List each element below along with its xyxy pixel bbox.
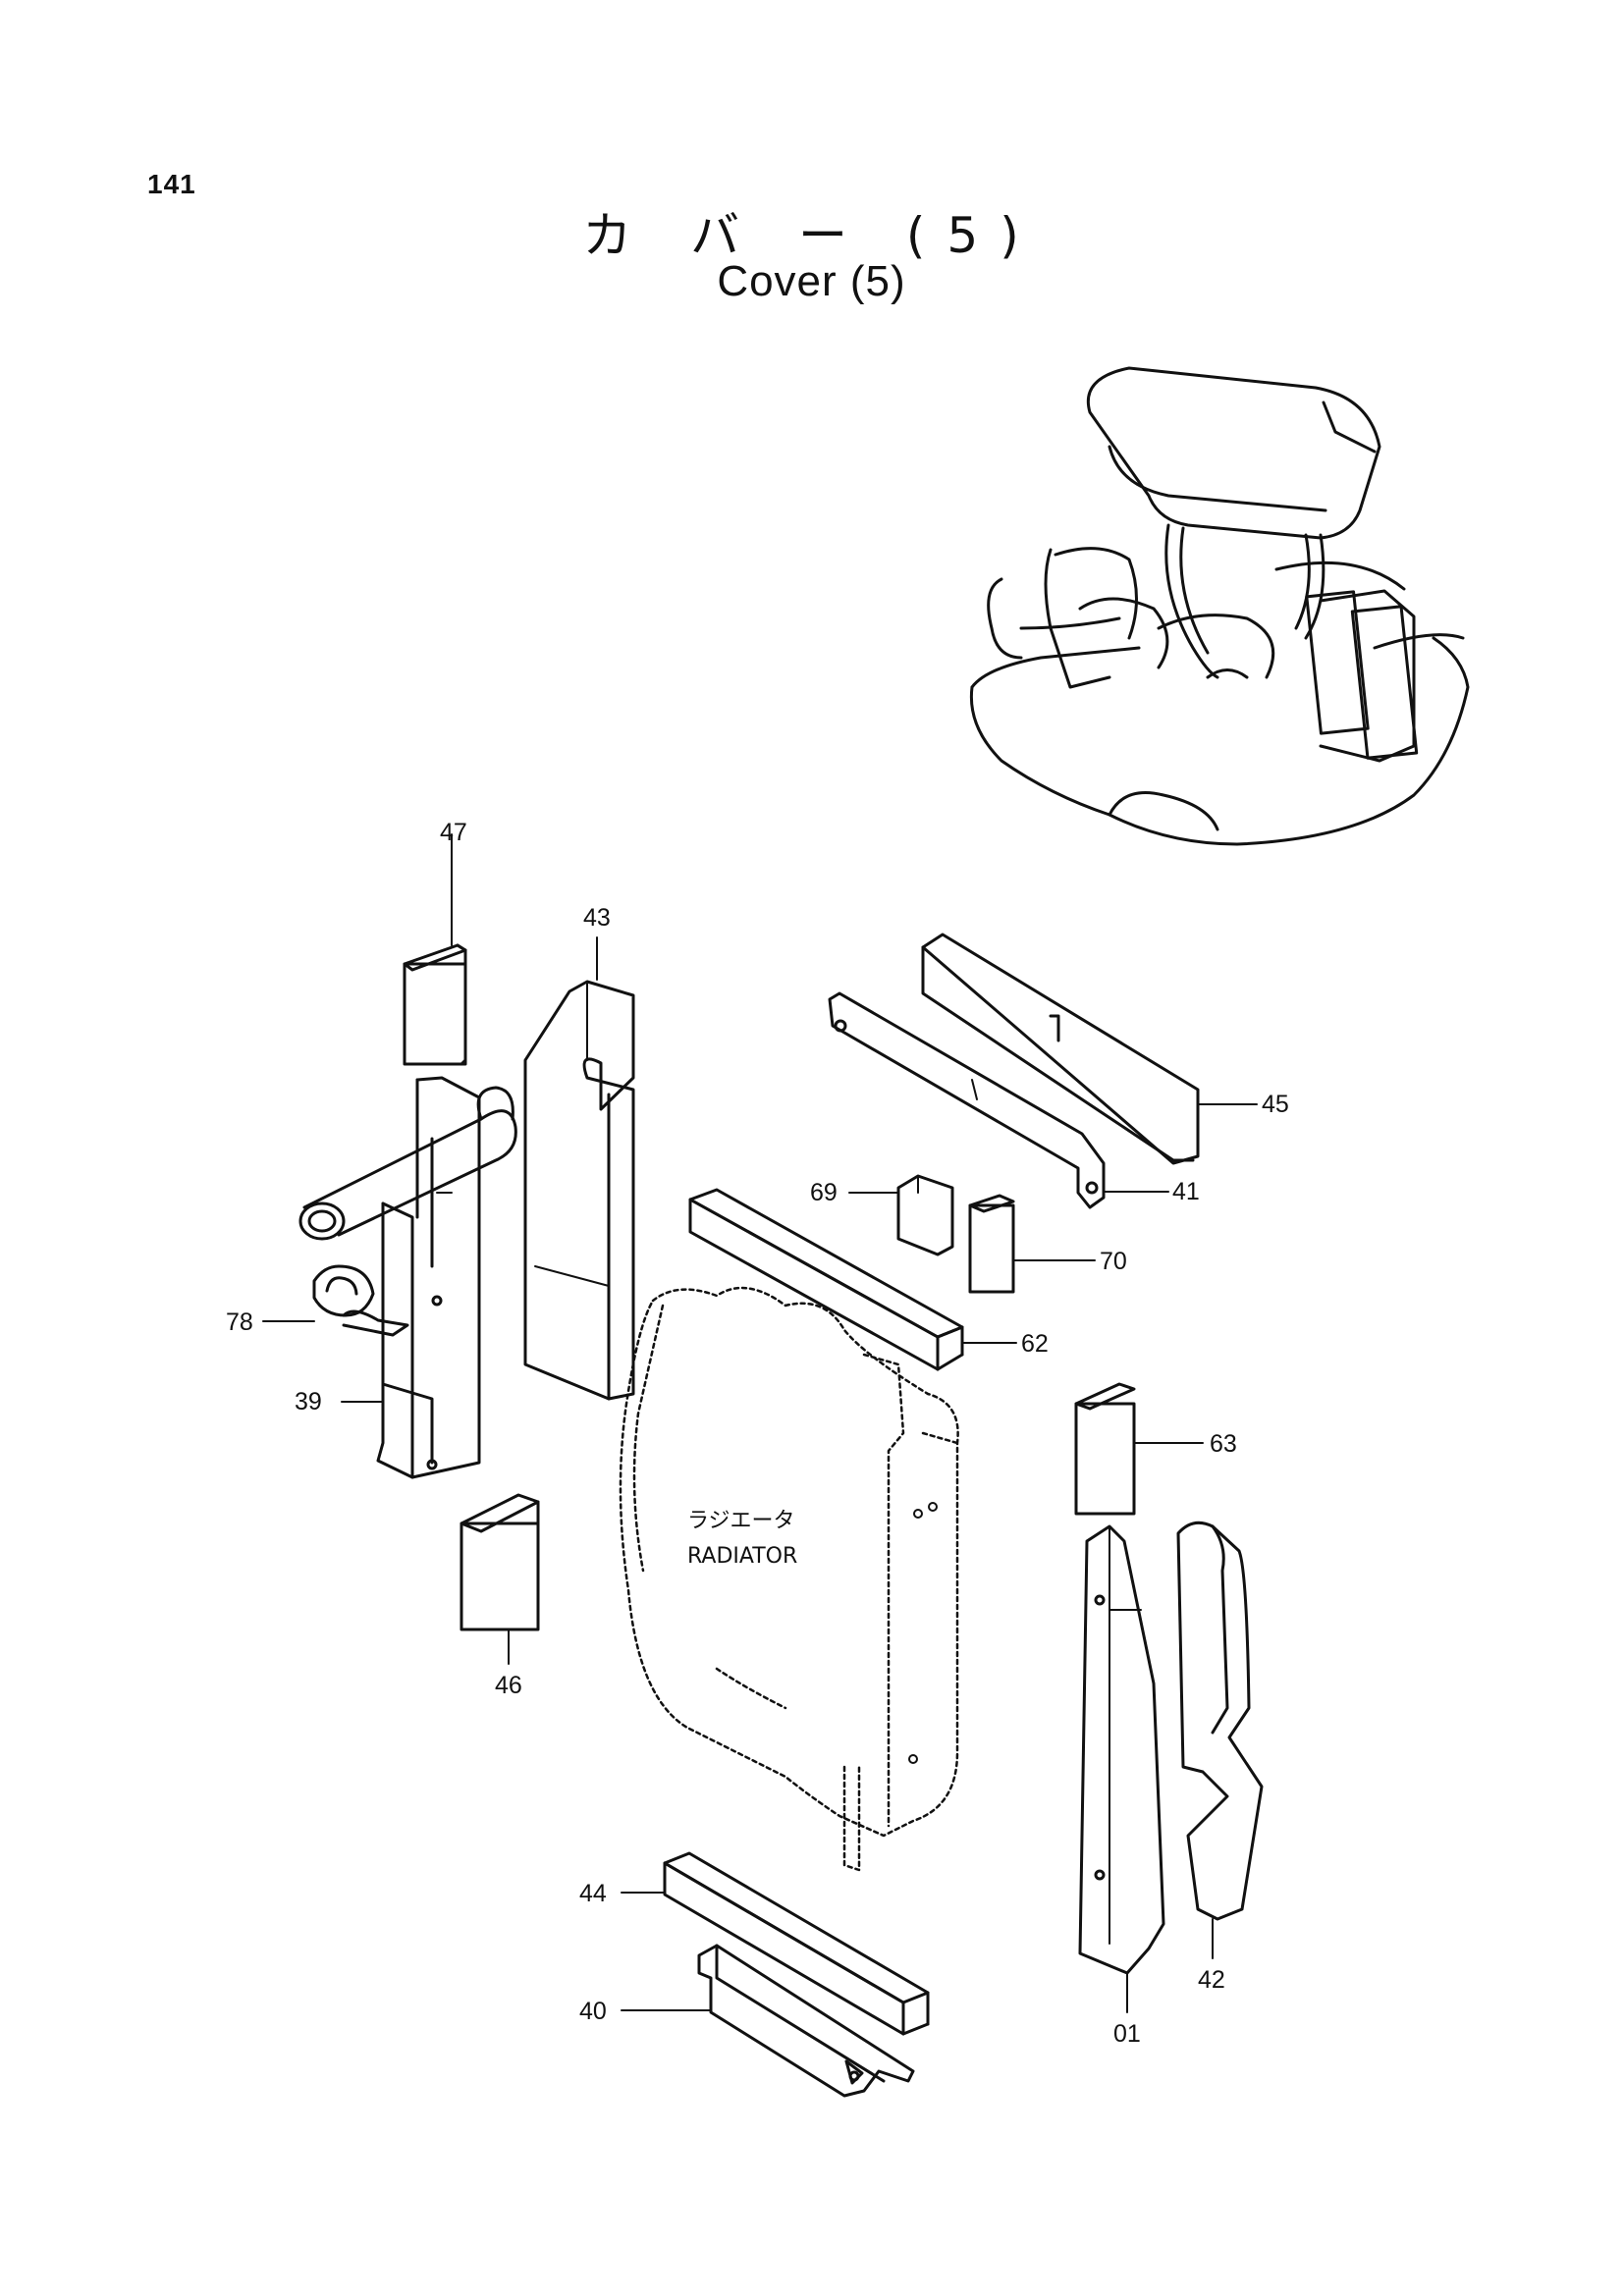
callout-43: 43	[583, 904, 611, 932]
part-43-side-cover	[523, 936, 635, 1401]
callout-45: 45	[1262, 1091, 1289, 1118]
callout-46: 46	[495, 1672, 522, 1699]
callout-63: 63	[1210, 1430, 1237, 1458]
callout-01: 01	[1113, 2020, 1141, 2048]
page-number: 141	[147, 169, 196, 199]
part-01-tall-bracket	[1078, 1524, 1165, 2013]
radiator-outline	[619, 1286, 959, 1872]
callout-40: 40	[579, 1998, 607, 2025]
part-41-bracket	[828, 991, 1169, 1209]
callout-42: 42	[1198, 1966, 1225, 1994]
part-69-block	[848, 1174, 954, 1256]
part-40-lower-bracket	[621, 1944, 915, 2098]
page-title-japanese: カ バ ー (5)	[582, 207, 1041, 264]
callout-69: 69	[810, 1179, 838, 1206]
callout-41: 41	[1172, 1178, 1200, 1205]
callout-62: 62	[1021, 1330, 1049, 1358]
callout-44: 44	[579, 1880, 607, 1907]
radiator-label-japanese: ラジエータ	[687, 1509, 795, 1533]
machine-overview-illustration	[969, 366, 1470, 846]
part-62-foam-bar	[688, 1188, 1017, 1371]
part-47-block	[403, 833, 467, 1066]
part-78-grommet	[262, 1264, 375, 1322]
callout-39: 39	[295, 1388, 322, 1415]
callout-78: 78	[226, 1308, 253, 1336]
callout-47: 47	[440, 819, 467, 846]
radiator-label-english: RADIATOR	[687, 1544, 797, 1569]
part-46-block	[460, 1493, 540, 1665]
callout-70: 70	[1100, 1248, 1127, 1275]
part-70-block	[968, 1194, 1096, 1294]
part-63-block	[1074, 1382, 1204, 1516]
part-42-foam-side	[1176, 1521, 1264, 1959]
part-44-foam-bar	[621, 1851, 930, 2036]
part-45-foam-block	[921, 933, 1258, 1165]
page-title-english: Cover (5)	[717, 257, 906, 305]
part-39-bracket-with-pipe	[298, 1076, 517, 1479]
